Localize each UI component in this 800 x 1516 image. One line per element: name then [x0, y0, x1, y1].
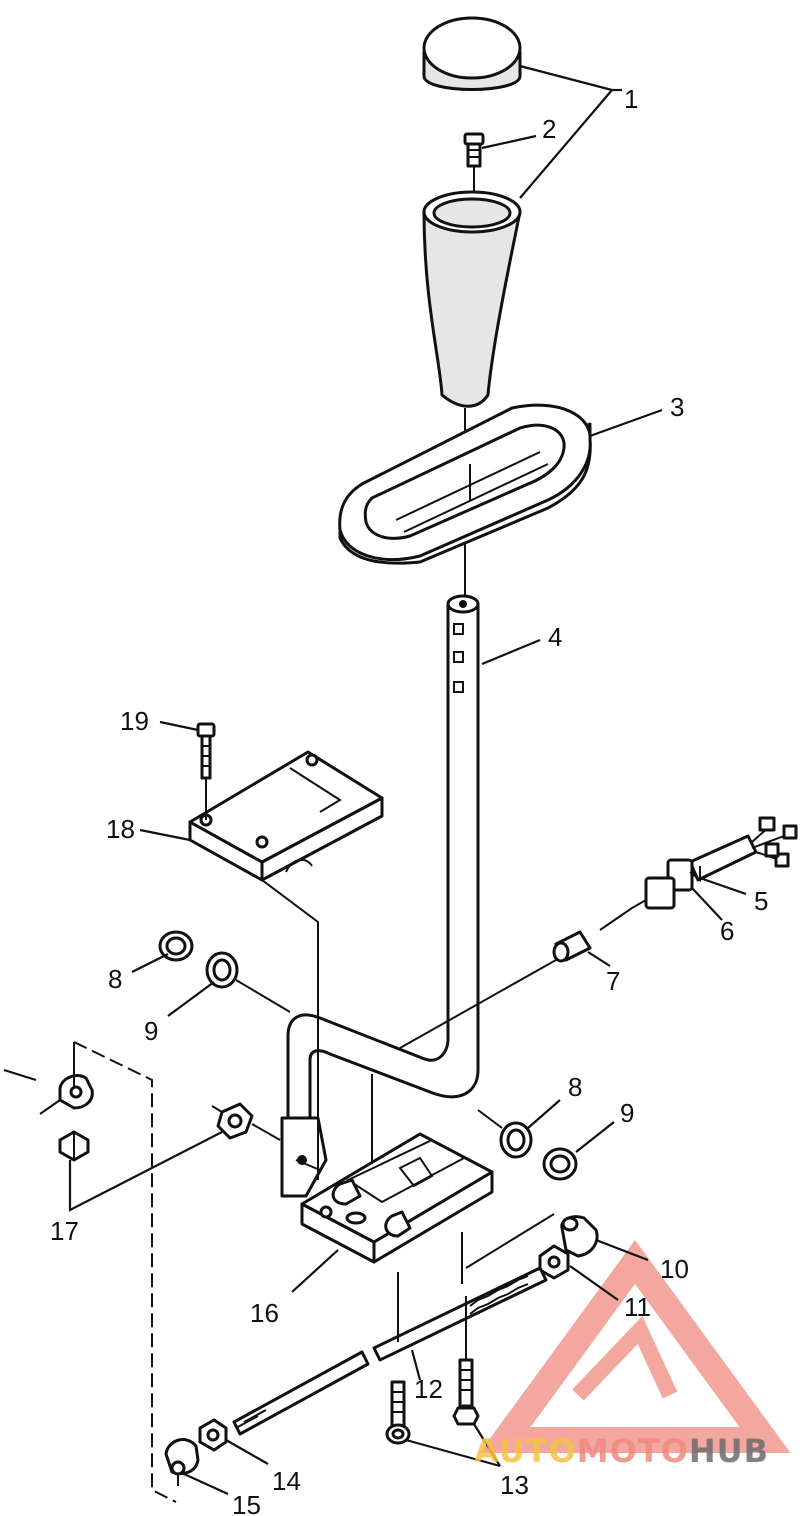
knob-cap	[422, 16, 522, 91]
callout-4: 4	[548, 622, 562, 652]
watermark-word-auto: AUTO	[474, 1432, 577, 1470]
callout-9-right: 9	[620, 1098, 634, 1128]
callout-19: 19	[120, 706, 149, 736]
washer-right	[542, 1147, 578, 1181]
jam-nut-lower	[198, 1418, 228, 1452]
automotohub-watermark-logo	[479, 1239, 791, 1453]
rod-end-upper	[560, 1215, 599, 1258]
callout-leader-lines	[68, 64, 747, 1496]
linkage-nut-lower	[58, 1130, 90, 1162]
linkage-routing-line	[73, 1041, 177, 1503]
callout-2: 2	[542, 114, 556, 144]
callout-1: 1	[624, 84, 638, 114]
svg-text:AUTOMOTOHUB: AUTOMOTOHUB	[474, 1432, 769, 1470]
callout-15: 15	[232, 1490, 261, 1516]
shifter-base-plate	[300, 1132, 494, 1264]
watermark-word-hub: HUB	[689, 1432, 769, 1470]
linkage-arm	[3, 1042, 94, 1115]
callout-9-left: 9	[144, 1016, 158, 1046]
callout-14: 14	[272, 1466, 301, 1496]
knob-screw	[463, 132, 485, 196]
pin-sleeve	[399, 930, 592, 1049]
callout-10: 10	[660, 1254, 689, 1284]
shift-knob	[422, 190, 522, 408]
bracket-alignment-line	[261, 879, 319, 1180]
bracket-cover	[188, 750, 384, 882]
callout-8-left: 8	[108, 964, 122, 994]
bushing-right	[477, 1109, 533, 1159]
callout-labels: 1 2 3 4 5 6 7 8 9 8 9 10 11 12 13 14 15 …	[50, 84, 768, 1516]
cover-bolt	[196, 722, 216, 820]
callout-11: 11	[624, 1292, 651, 1322]
mounting-bolt-left	[385, 1380, 411, 1445]
switch-wire-harness	[599, 816, 798, 931]
mounting-bolt-right	[452, 1358, 480, 1426]
callout-7: 7	[606, 966, 620, 996]
callout-18: 18	[106, 814, 135, 844]
callout-13: 13	[500, 1470, 529, 1500]
watermark-word-moto: MOTO	[577, 1432, 689, 1470]
callout-16: 16	[250, 1298, 279, 1328]
linkage-nut-upper	[211, 1102, 321, 1171]
rod-end-lower	[164, 1438, 200, 1486]
callout-17: 17	[50, 1216, 79, 1246]
callout-8-right: 8	[568, 1072, 582, 1102]
shift-lever-shaft	[280, 594, 480, 1198]
upper-rod-leader-line	[465, 1213, 555, 1269]
washer-left	[205, 951, 291, 1013]
callout-3: 3	[670, 392, 684, 422]
callout-6: 6	[720, 916, 734, 946]
shift-boot-bezel	[338, 403, 592, 565]
shift-tie-rod	[232, 1266, 548, 1436]
automotohub-watermark-text: AUTOMOTOHUB	[474, 1432, 769, 1470]
callout-5: 5	[754, 886, 768, 916]
bushing-left	[158, 930, 194, 962]
callout-12: 12	[414, 1374, 443, 1404]
